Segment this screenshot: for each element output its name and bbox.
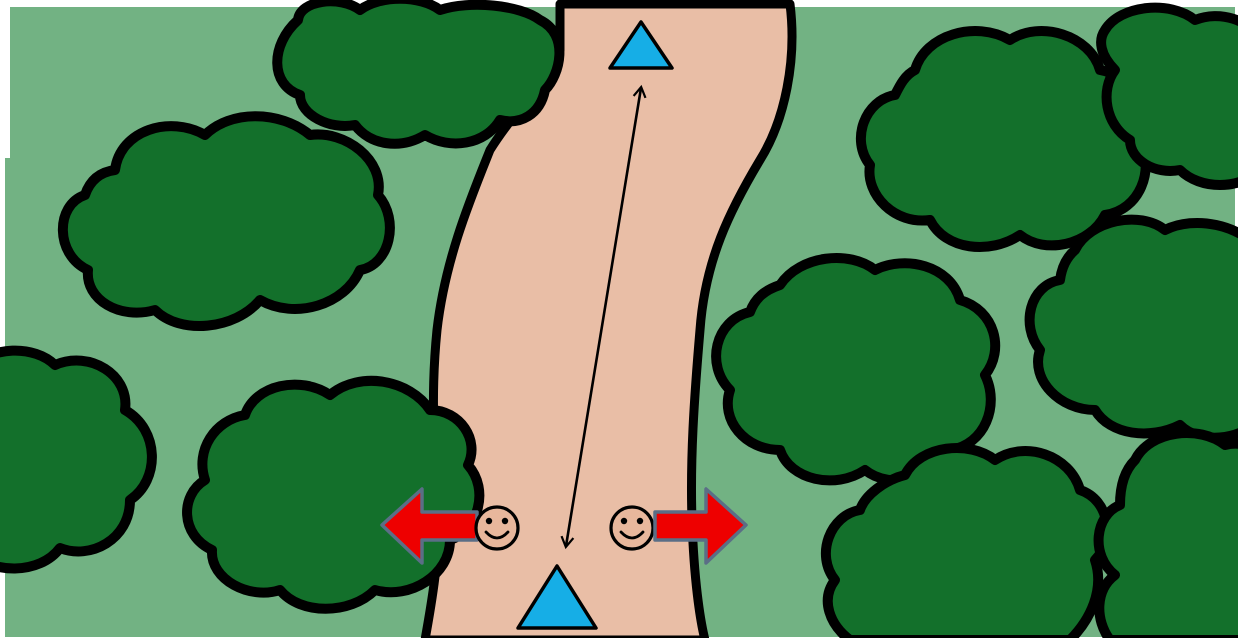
smiley-face-icon <box>476 507 518 549</box>
smiley-face-icon <box>611 507 653 549</box>
tree-4 <box>187 381 479 609</box>
tree-1 <box>277 0 559 144</box>
